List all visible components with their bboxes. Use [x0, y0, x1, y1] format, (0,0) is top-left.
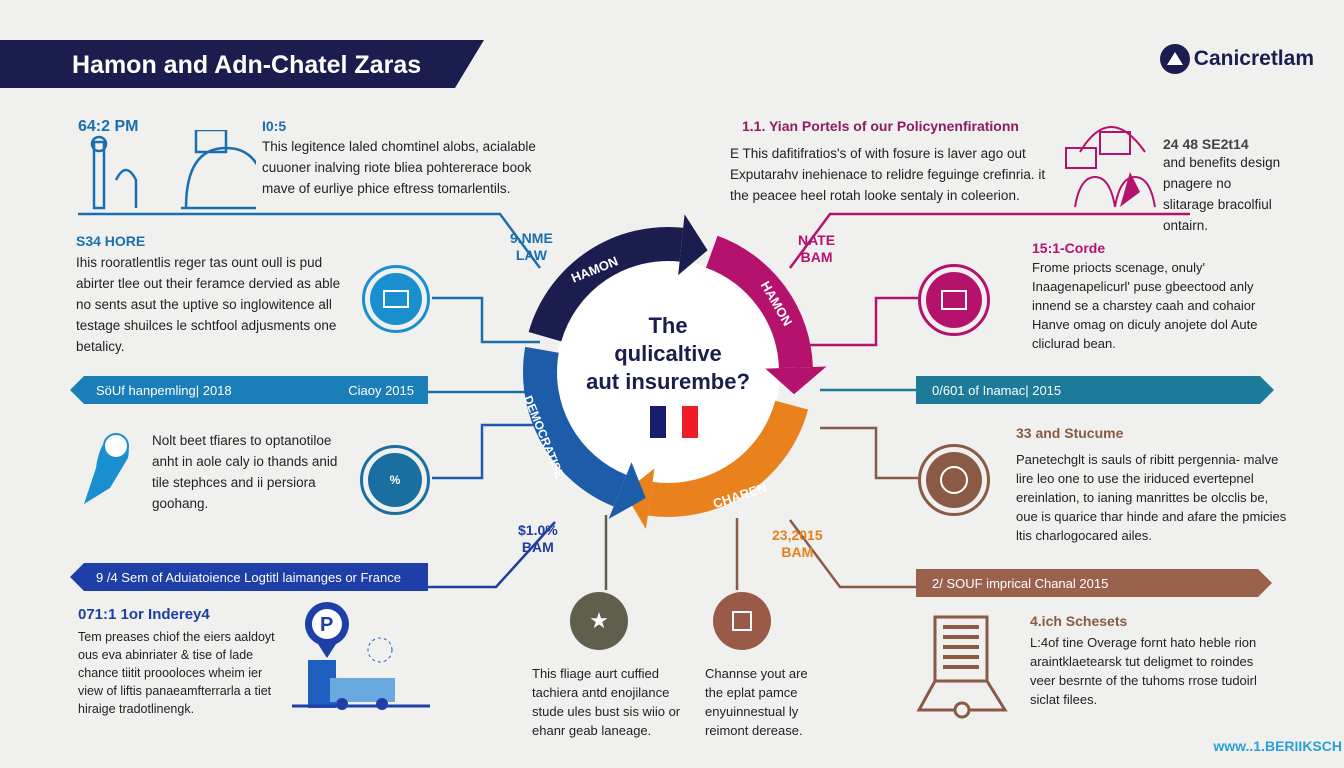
section-text: This fliage aurt cuffied tachiera antd e…: [532, 666, 681, 738]
center-line: The: [648, 313, 688, 338]
connector-line: [788, 519, 918, 589]
people-screen-icon: [1065, 126, 1156, 208]
ring-arrow-magenta: [705, 235, 813, 369]
section-heading: 33 and Stucume: [1016, 425, 1124, 441]
section-heading: I0:5: [262, 118, 287, 134]
connector-line: [788, 212, 1190, 269]
section-text: Channse yout are the eplat pamce enyuinn…: [705, 666, 808, 738]
ring-arrow-navy: [528, 227, 684, 342]
star-award-icon: ★: [570, 592, 628, 650]
section-text: Tem preases chiof the eiers aaldoyt ous …: [78, 630, 275, 716]
banner-text: 9 /4 Sem of Aduiatoience Logtitl laimang…: [96, 569, 401, 585]
timeline-banner: 2/ SOUF imprical Chanal 2015: [916, 569, 1272, 597]
banner-date: Ciaoy 2015: [348, 382, 414, 398]
banner-text: SöUf hanpemling| 2018: [96, 382, 232, 398]
section-heading: 4.ich Schesets: [1030, 613, 1128, 629]
section-text: and benefits design pnagere no slitarage…: [1163, 155, 1281, 233]
connector-line: [432, 423, 540, 480]
logo: Canicretlam: [1159, 44, 1314, 74]
center-line: qulicaltive: [614, 341, 722, 366]
center-line: aut insurembe?: [586, 369, 750, 394]
time-label: 64:2 PM: [78, 118, 139, 135]
section-text: This legitence laled chomtinel alobs, ac…: [262, 139, 536, 196]
page-title: Hamon and Adn-Chatel Zaras: [72, 51, 422, 79]
connector-line: [432, 296, 540, 344]
logo-icon: [1159, 44, 1190, 74]
globe-icon: [918, 444, 990, 516]
section-heading: 1.1. Yian Portels of our Policynenfirati…: [742, 118, 1019, 134]
ring-arrow-orange: [647, 400, 809, 517]
ring-arrow-magenta-head: [765, 366, 827, 395]
timeline-banner: 9 /4 Sem of Aduiatoience Logtitl laimang…: [70, 563, 428, 591]
logo-text: Canicretlam: [1193, 47, 1314, 70]
section-heading: 24 48 SE2t14: [1163, 136, 1249, 152]
banner-text: 0/601 of Inamac| 2015: [932, 382, 1062, 398]
center-question: The qulicaltive aut insurembe?: [578, 312, 758, 396]
connector-line: [800, 296, 918, 347]
illustration-icon: [90, 130, 256, 210]
ring-arrow-blue-head: [608, 462, 646, 520]
connector-line: [820, 426, 918, 480]
section-text: Frome priocts scenage, onuly' Inaagenape…: [1032, 260, 1258, 351]
percent-icon: %: [360, 445, 430, 515]
timeline-banner: SöUf hanpemling| 2018 Ciaoy 2015: [70, 376, 428, 404]
ring-arrow-navy-head: [678, 214, 708, 276]
connector-line: [426, 521, 556, 589]
timeline-banner: 0/601 of Inamac| 2015: [916, 376, 1274, 404]
section-text: L:4of tine Overage fornt hato heble rion…: [1030, 635, 1257, 707]
ring-callout-bl: $1.0%BAM: [518, 522, 558, 555]
parking-city-icon: P: [292, 602, 430, 710]
svg-text:P: P: [320, 614, 333, 636]
title-banner: Hamon and Adn-Chatel Zaras: [0, 40, 484, 88]
hand-icon: [84, 433, 129, 504]
megaphone-icon: [918, 264, 990, 336]
section-text: E This dafitifratios's of with fosure is…: [730, 146, 1046, 203]
presentation-icon: [362, 265, 430, 333]
checklist-icon: [713, 592, 771, 650]
section-text: Nolt beet tfiares to optanotiloe anht in…: [152, 433, 338, 511]
laptop-document-icon: [916, 615, 1008, 719]
connector-line: [78, 212, 542, 269]
france-flag-icon: [650, 406, 698, 438]
section-heading: S34 HORE: [76, 233, 146, 249]
section-heading: 15:1-Corde: [1032, 240, 1106, 256]
footer-url[interactable]: www..1.BERIIKSCH: [1213, 738, 1342, 754]
center-circle: [556, 260, 780, 484]
section-text: Ihis rooratlentlis reger tas ount oull i…: [76, 255, 341, 354]
ring-arrow-blue: [523, 346, 627, 507]
banner-text: 2/ SOUF imprical Chanal 2015: [932, 575, 1109, 591]
section-text: Panetechglt is sauls of ribitt pergennia…: [1016, 452, 1287, 543]
section-heading: 071:1 1or Inderey4: [78, 606, 210, 623]
